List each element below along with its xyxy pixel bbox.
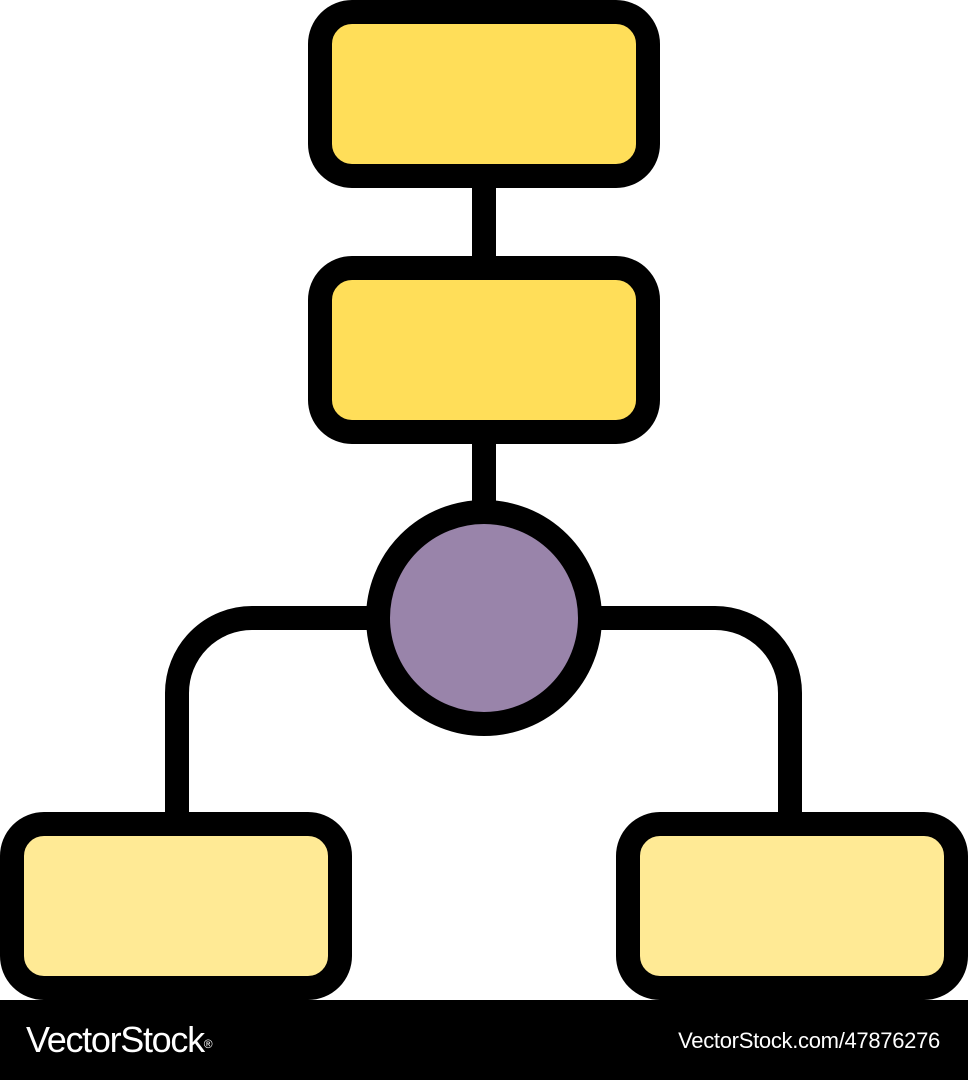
- bottom-left-box: [0, 812, 352, 1000]
- brand-name: VectorStock: [26, 1019, 205, 1060]
- registered-mark: ®: [203, 1037, 213, 1051]
- top-box: [308, 0, 660, 188]
- middle-box: [308, 256, 660, 444]
- connector-junction-to-bottom-left: [165, 606, 378, 824]
- asset-id-text: VectorStock.com/47876276: [678, 1028, 940, 1053]
- vectorstock-logo: VectorStock®: [26, 1018, 213, 1062]
- flowchart-diagram: [0, 0, 968, 1000]
- junction-circle: [366, 500, 602, 736]
- bottom-right-box: [616, 812, 968, 1000]
- connector-junction-to-bottom-right: [590, 606, 802, 824]
- watermark-footer: VectorStock® VectorStock.com/47876276: [0, 1000, 968, 1080]
